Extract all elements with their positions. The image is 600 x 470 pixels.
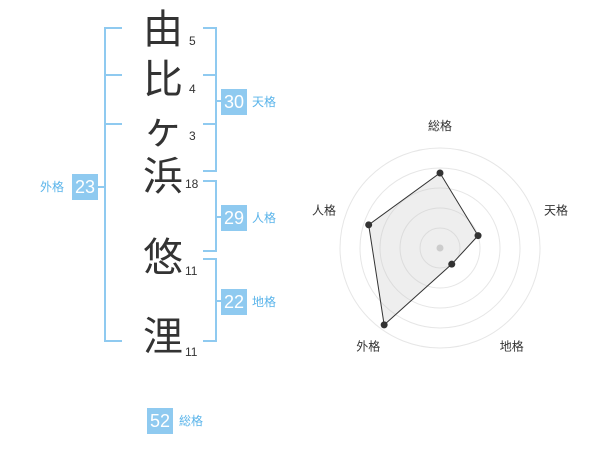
radar-axis-label-2: 天格 (544, 202, 568, 217)
radar-axis-label-5: 人格 (312, 202, 336, 217)
chikaku-label: 地格 (252, 295, 277, 309)
name-char-5: 悠 (143, 235, 183, 281)
chikaku-bracket-tick (215, 300, 221, 302)
tenkaku-label: 天格 (252, 95, 277, 109)
radar-point-2 (474, 232, 482, 240)
stroke-count-2: 4 (189, 82, 196, 96)
radar-point-4 (380, 321, 388, 329)
name-char-2: 比 (143, 57, 183, 103)
stroke-count-1: 5 (189, 34, 196, 48)
radar-axis-label-4: 外格 (356, 339, 380, 354)
radar-ring (399, 207, 481, 289)
tenkaku-bracket-tick (203, 123, 217, 125)
jinkaku-value: 29 (221, 205, 247, 231)
gaikaku-bracket-tick (104, 123, 122, 125)
radar-ring (359, 167, 521, 329)
name-char-1: 由 (143, 7, 183, 53)
stroke-count-6: 11 (185, 345, 198, 359)
jinkaku-label: 人格 (252, 211, 277, 225)
radar-polygon (368, 172, 479, 326)
radar-point-5 (365, 221, 373, 229)
radar-ring (419, 227, 461, 269)
stroke-count-5: 11 (185, 264, 198, 278)
gaikaku-bracket-tick (98, 186, 106, 188)
gaikaku-bracket-tick (104, 74, 122, 76)
tenkaku-bracket-tick (203, 74, 217, 76)
chikaku-value: 22 (221, 289, 247, 315)
radar-axis-label-1: 総格 (428, 118, 452, 133)
radar-ring (339, 147, 541, 349)
radar-axis-label-3: 地格 (500, 339, 524, 354)
name-char-4: 浜 (143, 154, 183, 200)
radar-point-1 (436, 169, 444, 177)
stroke-count-4: 18 (185, 177, 199, 191)
stroke-count-3: 3 (189, 129, 196, 143)
tenkaku-bracket (203, 27, 217, 172)
soukaku-label: 総格 (179, 414, 204, 428)
jinkaku-bracket-tick (215, 216, 221, 218)
radar-ring (379, 187, 501, 309)
soukaku-value: 52 (147, 408, 173, 434)
tenkaku-bracket-tick (215, 100, 221, 102)
radar-point-3 (448, 260, 456, 268)
name-char-3: ヶ (143, 107, 183, 153)
gaikaku-value: 23 (72, 174, 98, 200)
gaikaku-label: 外格 (40, 180, 65, 194)
gaikaku-bracket (104, 27, 122, 342)
tenkaku-value: 30 (221, 89, 247, 115)
name-char-6: 浬 (143, 314, 183, 360)
radar-center-dot (436, 244, 444, 252)
